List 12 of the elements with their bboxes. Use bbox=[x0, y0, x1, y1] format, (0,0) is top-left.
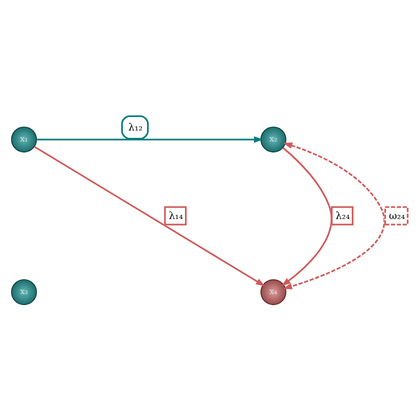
edge-label: λ₁₄ bbox=[168, 210, 184, 222]
node-circle: x₃ bbox=[11, 279, 37, 306]
arrow bbox=[34, 146, 266, 286]
arrow bbox=[281, 147, 332, 286]
edge-label: ω₂₄ bbox=[388, 210, 406, 222]
edge-label: λ₁₂ bbox=[128, 122, 143, 134]
node-circle: x₂ bbox=[260, 126, 286, 152]
arrow bbox=[36, 136, 264, 143]
node-circle: x₄ bbox=[260, 279, 286, 306]
arrow bbox=[282, 142, 385, 290]
edge-label: λ₂₄ bbox=[336, 210, 350, 222]
node-circle: x₁ bbox=[11, 126, 37, 152]
